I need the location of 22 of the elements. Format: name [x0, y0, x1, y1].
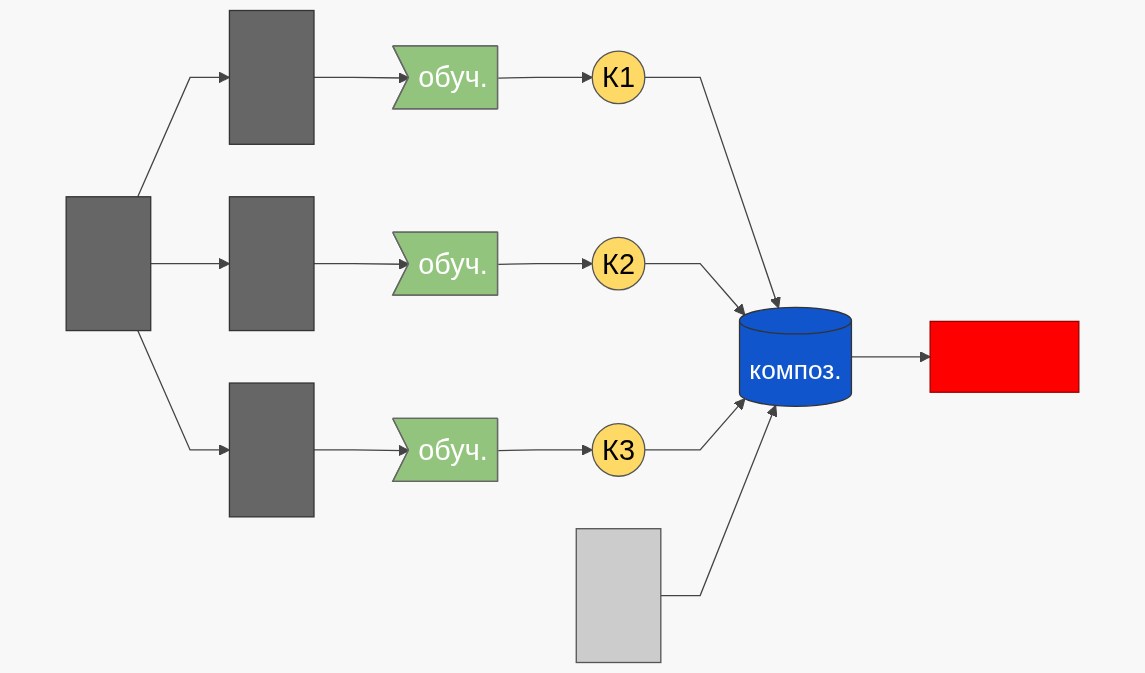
- node-circle: К3: [591, 423, 646, 477]
- arrow: [850, 351, 931, 363]
- arrow: [644, 398, 746, 451]
- node-circle: К1: [591, 50, 646, 105]
- arrow: [137, 329, 230, 456]
- arrow: [644, 263, 746, 316]
- node-circle: К2: [591, 236, 646, 291]
- node-box: [228, 382, 315, 518]
- arrow: [660, 404, 778, 597]
- arrow: [313, 72, 410, 84]
- node-bar: [929, 320, 1080, 393]
- arrow: [137, 71, 230, 198]
- node-box: [228, 9, 315, 145]
- arrow: [497, 257, 593, 270]
- arrow: [644, 76, 781, 309]
- node-box: [575, 528, 662, 664]
- arrow: [497, 71, 593, 84]
- arrow: [150, 257, 230, 270]
- node-box: [65, 196, 152, 332]
- node-box: [228, 196, 315, 332]
- arrow: [313, 444, 410, 457]
- arrow: [497, 444, 593, 456]
